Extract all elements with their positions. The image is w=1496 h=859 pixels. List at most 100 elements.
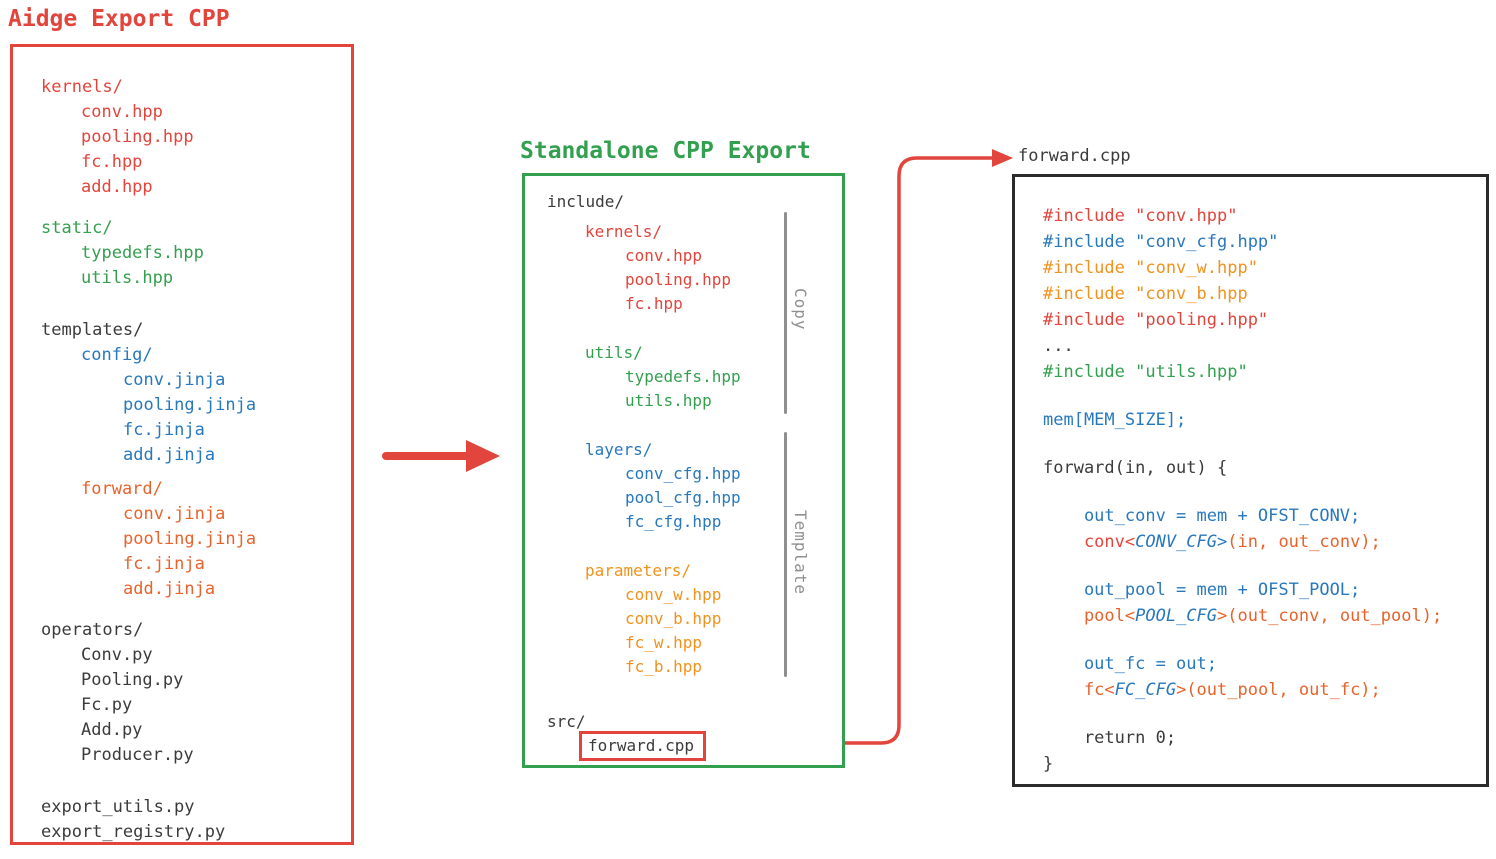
code-line: return 0; (1043, 725, 1486, 751)
template-label: Template (791, 510, 810, 596)
forward-cpp-label: forward.cpp (1018, 146, 1131, 166)
code-segment: pool< (1043, 606, 1136, 626)
tree-item: pooling.hpp (13, 125, 351, 150)
tree-item-label: pooling.hpp (81, 127, 194, 147)
tree-item-label: export_registry.py (41, 822, 226, 842)
tree-item-label: include/ (547, 192, 625, 211)
tree-item: pooling.jinja (13, 393, 351, 418)
code-line: conv<CONV_CFG>(in, out_conv); (1043, 529, 1486, 555)
tree-item: export_registry.py (13, 820, 351, 845)
tree-item: conv_w.hpp (525, 583, 842, 607)
code-blank-line (1043, 703, 1486, 725)
tree-item-label: Conv.py (81, 645, 153, 665)
code-line: #include "conv_b.hpp (1043, 281, 1486, 307)
code-line: mem[MEM_SIZE]; (1043, 407, 1486, 433)
code-line: pool<POOL_CFG>(out_conv, out_pool); (1043, 603, 1486, 629)
tree-item-label: typedefs.hpp (81, 243, 204, 263)
tree-item-label: Pooling.py (81, 670, 184, 690)
tree-item: fc_cfg.hpp (525, 510, 842, 534)
tree-item: pooling.hpp (525, 268, 842, 292)
template-bracket-line (784, 432, 787, 677)
tree-item-label: fc.hpp (81, 152, 143, 172)
code-segment: #include "conv_w.hpp" (1043, 258, 1258, 278)
left-to-middle-arrow (382, 440, 500, 472)
code-line: #include "utils.hpp" (1043, 359, 1486, 385)
tree-item: conv_b.hpp (525, 607, 842, 631)
tree-item-label: Fc.py (81, 695, 133, 715)
tree-item: utils.hpp (13, 266, 351, 291)
code-line: #include "conv_w.hpp" (1043, 255, 1486, 281)
tree-item: fc.hpp (13, 150, 351, 175)
code-blank-line (1043, 555, 1486, 577)
code-line: forward(in, out) { (1043, 455, 1486, 481)
code-segment: fc< (1043, 680, 1115, 700)
copy-label: Copy (791, 288, 810, 331)
tree-item: conv.jinja (13, 502, 351, 527)
tree-item: pooling.jinja (13, 527, 351, 552)
code-segment: return 0; (1043, 728, 1177, 748)
tree-item: kernels/ (13, 75, 351, 100)
forward-cpp-code-box: #include "conv.hpp"#include "conv_cfg.hp… (1012, 174, 1489, 787)
code-segment: (in, out_conv); (1227, 532, 1381, 552)
code-listing: #include "conv.hpp"#include "conv_cfg.hp… (1043, 203, 1486, 777)
code-blank-line (1043, 481, 1486, 503)
tree-item-label: fc_b.hpp (625, 657, 703, 676)
tree-item: Add.py (13, 718, 351, 743)
tree-item-label: templates/ (41, 320, 144, 340)
tree-item-label: static/ (41, 218, 113, 238)
forward-cpp-highlight-box: forward.cpp (579, 731, 706, 761)
tree-item: pool_cfg.hpp (525, 486, 842, 510)
tree-item-label: fc.jinja (123, 554, 205, 574)
tree-item: layers/ (525, 438, 842, 462)
tree-item: fc.hpp (525, 292, 842, 316)
tree-item-label: conv.hpp (625, 246, 703, 265)
tree-item-label: pooling.jinja (123, 529, 257, 549)
tree-item-label: pooling.jinja (123, 395, 257, 415)
code-segment: ... (1043, 336, 1074, 356)
tree-item-label: pooling.hpp (625, 270, 731, 289)
code-line: fc<FC_CFG>(out_pool, out_fc); (1043, 677, 1486, 703)
tree-item-label: conv.hpp (81, 102, 163, 122)
tree-item: fc_b.hpp (525, 655, 842, 679)
tree-item-label: fc_cfg.hpp (625, 512, 722, 531)
tree-item-label: config/ (81, 345, 153, 365)
tree-item: src/ (525, 710, 842, 734)
tree-item: typedefs.hpp (525, 365, 842, 389)
code-line: #include "conv_cfg.hpp" (1043, 229, 1486, 255)
left-panel-title: Aidge Export CPP (8, 6, 230, 32)
tree-item: typedefs.hpp (13, 241, 351, 266)
code-segment: #include "pooling.hpp" (1043, 310, 1269, 330)
tree-item-label: Add.py (81, 720, 143, 740)
tree-item: config/ (13, 343, 351, 368)
tree-item: parameters/ (525, 559, 842, 583)
tree-item: fc_w.hpp (525, 631, 842, 655)
tree-item-label: operators/ (41, 620, 144, 640)
code-blank-line (1043, 433, 1486, 455)
tree-item: static/ (13, 216, 351, 241)
tree-item: add.jinja (13, 443, 351, 468)
code-segment: >(out_pool, out_fc); (1176, 680, 1381, 700)
tree-item-label: add.jinja (123, 579, 216, 599)
tree-item-label: typedefs.hpp (625, 367, 741, 386)
code-segment: out_fc = out; (1043, 654, 1217, 674)
code-segment: CONV_CFG (1135, 532, 1218, 552)
tree-item: templates/ (13, 318, 351, 343)
code-segment: } (1043, 754, 1054, 774)
tree-item-label: add.jinja (123, 445, 216, 465)
code-segment: #include "conv_cfg.hpp" (1043, 232, 1279, 252)
code-segment: forward(in, out) { (1043, 458, 1228, 478)
tree-item: fc.jinja (13, 418, 351, 443)
tree-item: include/ (525, 190, 842, 214)
tree-item: forward/ (13, 477, 351, 502)
tree-item: forward.cpp (525, 731, 842, 761)
tree-item: utils.hpp (525, 389, 842, 413)
code-line: } (1043, 751, 1486, 777)
tree-item: Producer.py (13, 743, 351, 768)
tree-item-label: export_utils.py (41, 797, 195, 817)
tree-item: conv.hpp (13, 100, 351, 125)
code-line: out_fc = out; (1043, 651, 1486, 677)
